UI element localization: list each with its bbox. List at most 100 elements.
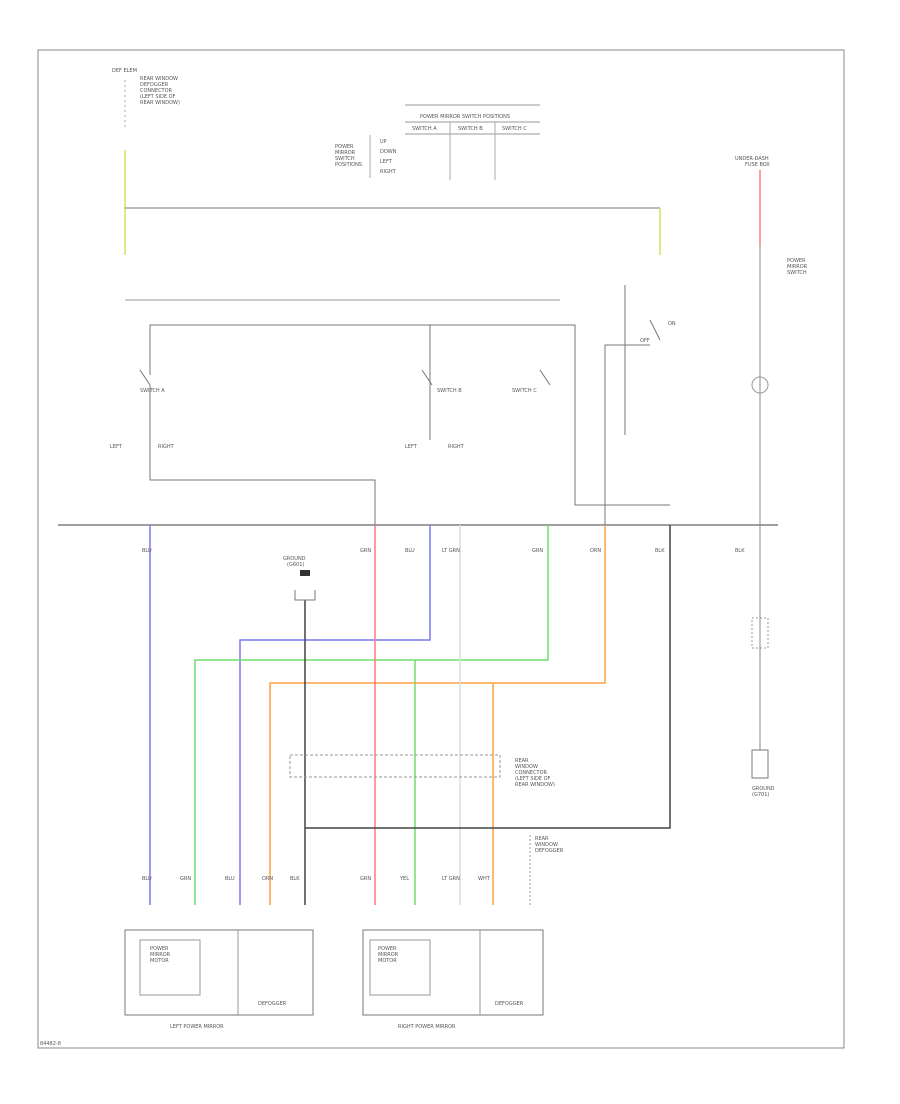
svg-text:GRN: GRN [180,876,191,882]
svg-text:LT GRN: LT GRN [442,876,460,882]
svg-text:BLK: BLK [735,548,745,554]
svg-text:RIGHT: RIGHT [448,444,465,450]
svg-text:(LEFT SIDE OF: (LEFT SIDE OF [140,94,176,100]
wire-labels-bottom: BLU GRN BLU ORN BLK GRN YEL LT GRN WHT [142,876,491,882]
diagram-frame [37,49,845,1049]
wire-orange [269,525,606,905]
switch-c-contact [649,319,661,341]
wire-blue-mid [239,525,431,905]
svg-text:WINDOW: WINDOW [515,764,538,770]
svg-text:UNDER-DASH: UNDER-DASH [735,156,769,162]
svg-text:ORN: ORN [262,876,273,882]
svg-text:LEFT: LEFT [380,159,393,165]
svg-text:POWER: POWER [150,946,169,952]
svg-text:GRN: GRN [532,548,543,554]
svg-text:FUSE BOX: FUSE BOX [745,162,770,168]
svg-text:SWITCH C: SWITCH C [502,126,527,132]
left-mirror-motor [139,939,201,996]
svg-text:MIRROR: MIRROR [787,264,808,270]
svg-text:POSITIONS: POSITIONS [335,162,362,168]
svg-text:BLK: BLK [655,548,665,554]
svg-text:YEL: YEL [399,876,409,882]
svg-text:CONNECTOR: CONNECTOR [140,88,173,94]
svg-text:DEFOGGER: DEFOGGER [535,848,564,854]
svg-text:ORN: ORN [590,548,601,554]
svg-text:WHT: WHT [478,876,491,882]
svg-text:SWITCH: SWITCH [335,156,355,162]
svg-text:RIGHT: RIGHT [380,169,397,175]
switch-a-return [149,440,376,525]
svg-text:WINDOW: WINDOW [535,842,558,848]
svg-text:SWITCH B: SWITCH B [437,388,462,394]
svg-text:SWITCH A: SWITCH A [412,126,437,132]
svg-text:REAR: REAR [515,758,529,764]
svg-text:SWITCH B: SWITCH B [458,126,483,132]
def-elem-label: DEF ELEM [112,68,137,74]
svg-text:GRN: GRN [360,548,371,554]
right-ground-box [751,749,769,779]
svg-text:UP: UP [380,139,387,145]
svg-text:DOWN: DOWN [380,149,397,155]
svg-text:OFF: OFF [640,338,650,344]
svg-text:DEFOGGER: DEFOGGER [140,82,169,88]
switch-c-wire [604,344,650,525]
svg-text:SWITCH A: SWITCH A [140,388,165,394]
svg-text:BLU: BLU [142,876,152,882]
svg-text:POWER: POWER [378,946,397,952]
svg-text:(LEFT SIDE OF: (LEFT SIDE OF [515,776,551,782]
right-mirror-motor [369,939,431,996]
svg-text:GROUND: GROUND [283,556,306,562]
ground-bracket [294,590,316,601]
svg-text:CONNECTOR: CONNECTOR [515,770,548,776]
svg-text:REAR WINDOW): REAR WINDOW) [515,782,555,788]
indicator-lamp-icon [751,376,769,394]
svg-text:REAR WINDOW: REAR WINDOW [140,76,178,82]
right-connector [751,617,769,649]
switch-position-table: POWER MIRROR SWITCH POSITIONS SWITCH A S… [335,104,540,180]
svg-text:DEFOGGER: DEFOGGER [258,1001,287,1007]
svg-text:MIRROR: MIRROR [378,952,399,958]
svg-text:SWITCH: SWITCH [787,270,807,276]
svg-text:LEFT: LEFT [405,444,418,450]
svg-text:RIGHT POWER MIRROR: RIGHT POWER MIRROR [398,1024,456,1030]
svg-text:DEFOGGER: DEFOGGER [495,1001,524,1007]
switch-loop-wire [149,324,670,506]
svg-text:LEFT POWER MIRROR: LEFT POWER MIRROR [170,1024,224,1030]
svg-text:MOTOR: MOTOR [378,958,397,964]
svg-text:BLU: BLU [405,548,415,554]
svg-text:MIRROR: MIRROR [150,952,171,958]
svg-text:POWER: POWER [787,258,806,264]
switch-b: SWITCH B LEFT RIGHT [405,369,465,450]
svg-text:SWITCH C: SWITCH C [512,388,537,394]
svg-text:BLU: BLU [225,876,235,882]
svg-text:LT GRN: LT GRN [442,548,460,554]
svg-text:GROUND: GROUND [752,786,775,792]
svg-text:GRN: GRN [360,876,371,882]
left-mirror-box [124,929,314,1016]
svg-text:(G601): (G601) [287,562,304,568]
wire-black-right [305,525,671,829]
wire-green [194,525,549,905]
svg-text:LEFT: LEFT [110,444,123,450]
svg-text:ON: ON [668,321,676,327]
svg-text:MOTOR: MOTOR [150,958,169,964]
junction-connector [289,754,501,778]
svg-text:BLU: BLU [142,548,152,554]
ground-icon [300,570,310,576]
switch-a: SWITCH A LEFT RIGHT [110,369,175,450]
footnote: 84482-8 [40,1041,61,1047]
svg-text:RIGHT: RIGHT [158,444,175,450]
svg-text:REAR WINDOW): REAR WINDOW) [140,100,180,106]
svg-text:REAR: REAR [535,836,549,842]
svg-text:(G701): (G701) [752,792,769,798]
right-mirror-box [362,929,544,1016]
svg-text:POWER: POWER [335,144,354,150]
top-left-desc: REAR WINDOW DEFOGGER CONNECTOR (LEFT SID… [140,76,180,106]
svg-text:POWER MIRROR SWITCH POSITIONS: POWER MIRROR SWITCH POSITIONS [420,114,510,120]
svg-text:MIRROR: MIRROR [335,150,356,156]
svg-text:BLK: BLK [290,876,300,882]
switch-c: SWITCH C OFF ON [512,321,676,394]
junction-label: REAR WINDOW CONNECTOR (LEFT SIDE OF REAR… [515,758,555,788]
